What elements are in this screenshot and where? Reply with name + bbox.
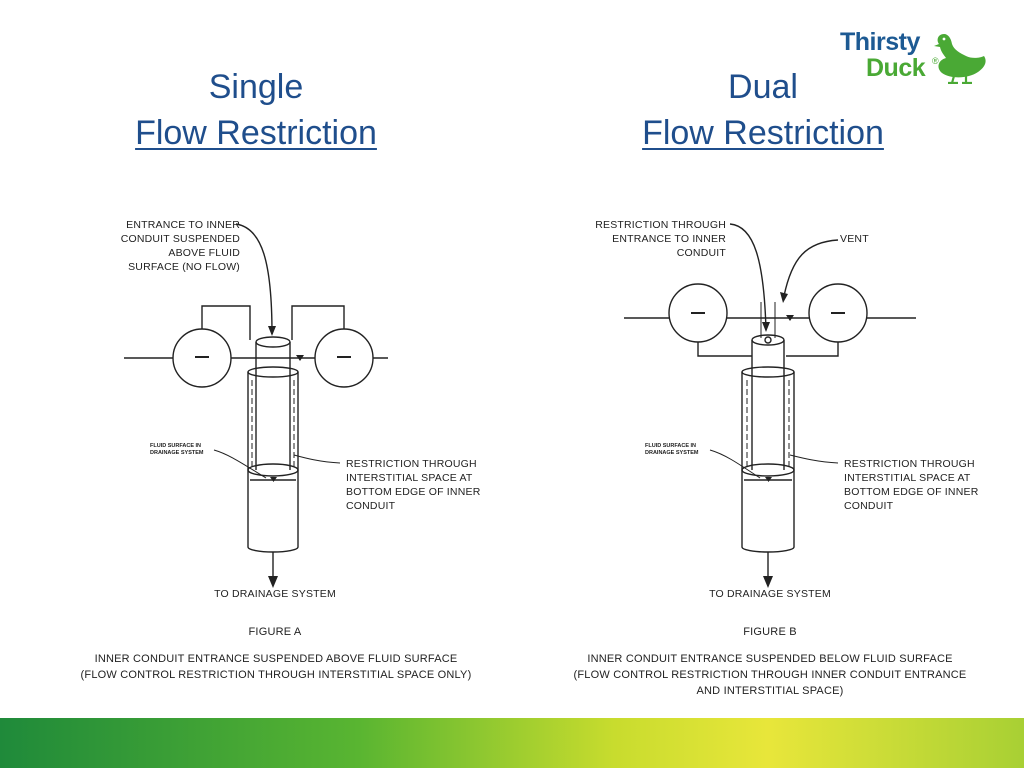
fig-a-fluid-leader <box>213 449 267 479</box>
fig-a-entrance-label-2: CONDUIT SUSPENDED <box>121 233 241 245</box>
fig-b-inner-fluid-surface <box>741 463 795 477</box>
fig-b-restriction-label-2: INTERSTITIAL SPACE AT <box>844 472 971 484</box>
fig-a-caption-2: (FLOW CONTROL RESTRICTION THROUGH INTERS… <box>81 669 472 681</box>
logo-registered-mark: ® <box>932 56 939 66</box>
fig-b-caption-1: INNER CONDUIT ENTRANCE SUSPENDED BELOW F… <box>587 653 952 665</box>
fig-b-left-bracket <box>697 342 752 357</box>
fig-a-figure-name: FIGURE A <box>249 626 302 638</box>
fig-b-inner-level-symbol <box>765 477 772 482</box>
fig-a-drain-arrowhead <box>268 576 278 588</box>
title-left-line1: Single <box>208 68 304 106</box>
fig-b-restriction-label-1: RESTRICTION THROUGH <box>844 458 975 470</box>
fig-a-restriction-leader <box>293 454 341 464</box>
fig-a-water-level-symbol <box>296 355 304 361</box>
fig-a-restriction-label-1: RESTRICTION THROUGH <box>346 458 477 470</box>
title-right-line1: Dual <box>728 68 798 106</box>
fig-b-right-bracket <box>786 342 839 357</box>
fig-a-restriction-label-3: BOTTOM EDGE OF INNER <box>346 486 481 498</box>
fig-b-fluid-label-2: DRAINAGE SYSTEM <box>645 450 699 456</box>
fig-b-restriction-label-4: CONDUIT <box>844 500 894 512</box>
footer-gradient-bar <box>0 718 1024 768</box>
fig-b-entrance-leader <box>729 223 767 331</box>
fig-a-restriction-label-4: CONDUIT <box>346 500 396 512</box>
fig-a-left-bracket <box>201 305 251 340</box>
logo-word-thirsty: Thirsty <box>840 28 920 56</box>
fig-a-inner-level-symbol <box>270 477 277 482</box>
fig-b-outer-conduit-top <box>741 366 795 378</box>
fig-b-caption-2: (FLOW CONTROL RESTRICTION THROUGH INNER … <box>574 669 967 681</box>
fig-a-right-bracket <box>291 305 345 340</box>
title-right-line2: Flow Restriction <box>642 114 884 152</box>
fig-a-inner-fluid-surface <box>247 463 299 477</box>
fig-a-entrance-label-4: SURFACE (NO FLOW) <box>128 261 240 273</box>
title-dual-flow-restriction: Dual Flow Restriction <box>568 64 958 156</box>
title-left-line2: Flow Restriction <box>135 114 377 152</box>
fig-a-inner-conduit-top <box>255 336 291 348</box>
fig-b-drain-arrowhead <box>763 576 773 588</box>
fig-a-entrance-label-1: ENTRANCE TO INNER <box>126 219 240 231</box>
fig-b-restriction-leader <box>789 454 839 464</box>
fig-b-vent-leader <box>783 239 839 297</box>
fig-b-caption-3: AND INTERSTITIAL SPACE) <box>696 685 843 697</box>
fig-b-vent-arrowhead <box>780 292 788 303</box>
fig-b-entrance-label-3: CONDUIT <box>677 247 727 259</box>
fig-b-restriction-label-3: BOTTOM EDGE OF INNER <box>844 486 979 498</box>
fig-a-fluid-label-1: FLUID SURFACE IN <box>150 443 201 449</box>
fig-b-inner-entrance-hole <box>764 336 772 344</box>
thirsty-duck-logo: Thirsty Duck ® <box>836 24 996 88</box>
fig-a-entrance-arrowhead <box>268 326 276 336</box>
fig-a-outer-conduit-bottom <box>247 546 299 553</box>
fig-a-left-bubble-mark <box>195 356 209 358</box>
fig-a-entrance-leader <box>235 223 273 335</box>
fig-b-water-level-symbol <box>786 315 794 321</box>
fig-a-outer-conduit-top <box>247 366 299 378</box>
fig-a-caption-1: INNER CONDUIT ENTRANCE SUSPENDED ABOVE F… <box>95 653 458 665</box>
fig-b-entrance-arrowhead <box>762 322 770 332</box>
fig-a-drain-label: TO DRAINAGE SYSTEM <box>214 588 336 600</box>
logo-word-duck: Duck <box>866 54 926 82</box>
fig-a-fluid-label-2: DRAINAGE SYSTEM <box>150 450 204 456</box>
fig-a-restriction-label-2: INTERSTITIAL SPACE AT <box>346 472 473 484</box>
fig-b-outer-conduit-bottom <box>741 546 795 553</box>
title-single-flow-restriction: Single Flow Restriction <box>56 64 456 156</box>
fig-b-fluid-label-1: FLUID SURFACE IN <box>645 443 696 449</box>
fig-b-entrance-label-2: ENTRANCE TO INNER <box>612 233 726 245</box>
fig-b-figure-name: FIGURE B <box>743 626 797 638</box>
fig-b-right-bubble-mark <box>831 312 845 314</box>
duck-icon <box>934 34 986 84</box>
fig-b-left-bubble-mark <box>691 312 705 314</box>
fig-b-inner-conduit-top <box>751 334 785 346</box>
fig-b-vent-label: VENT <box>840 233 869 245</box>
fig-b-entrance-label-1: RESTRICTION THROUGH <box>595 219 726 231</box>
fig-a-entrance-label-3: ABOVE FLUID <box>168 247 240 259</box>
fig-b-drain-label: TO DRAINAGE SYSTEM <box>709 588 831 600</box>
fig-b-fluid-leader <box>709 449 761 479</box>
fig-a-right-bubble-mark <box>337 356 351 358</box>
